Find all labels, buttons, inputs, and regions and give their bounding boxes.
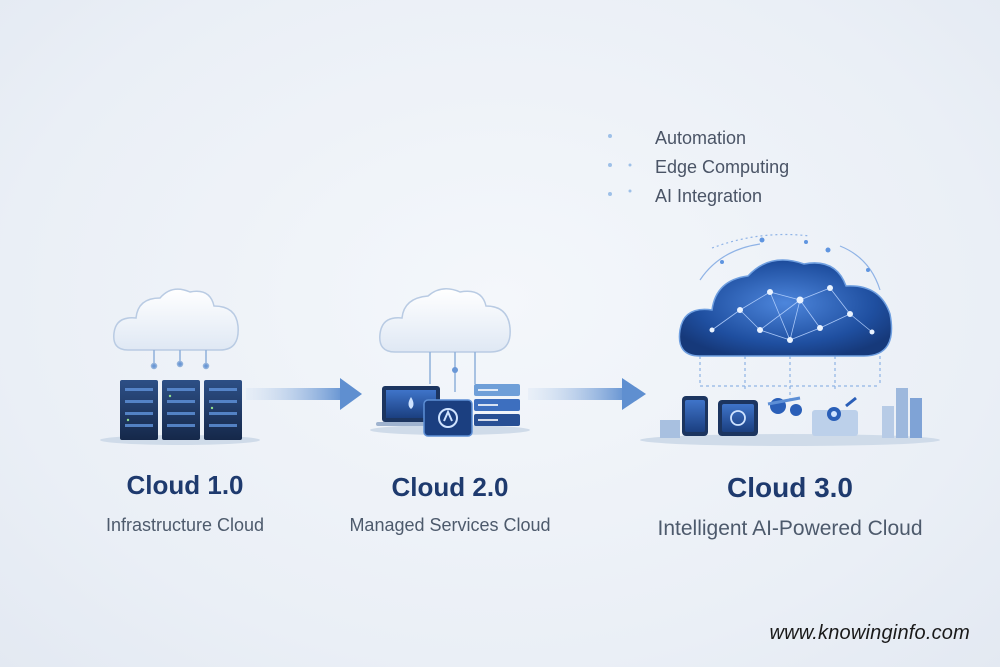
feature-automation: Automation [655, 128, 747, 148]
arrow-1-icon [246, 378, 362, 410]
website-watermark: www.knowinginfo.com [769, 622, 970, 644]
cloud-1-subtitle: Infrastructure Cloud [105, 515, 265, 535]
cloud-2-title: Cloud 2.0 [391, 472, 509, 502]
feature-ai-integration: AI Integration [655, 186, 763, 206]
arrow-2-icon [528, 378, 646, 410]
server-racks-icon [100, 380, 260, 445]
cloud-2-subtitle: Managed Services Cloud [349, 515, 551, 535]
cloud-3-title: Cloud 3.0 [726, 472, 853, 503]
managed-devices-icon [370, 384, 530, 437]
ai-cloud-icon [678, 233, 893, 402]
cloud-1-title: Cloud 1.0 [126, 470, 244, 500]
edge-devices-icon [640, 388, 940, 446]
feature-edge-computing: Edge Computing [655, 157, 790, 177]
feature-bullets [608, 134, 632, 196]
cloud-2-icon [379, 288, 511, 392]
cloud-1-icon [113, 288, 239, 370]
cloud-3-subtitle: Intelligent AI-Powered Cloud [657, 517, 923, 540]
